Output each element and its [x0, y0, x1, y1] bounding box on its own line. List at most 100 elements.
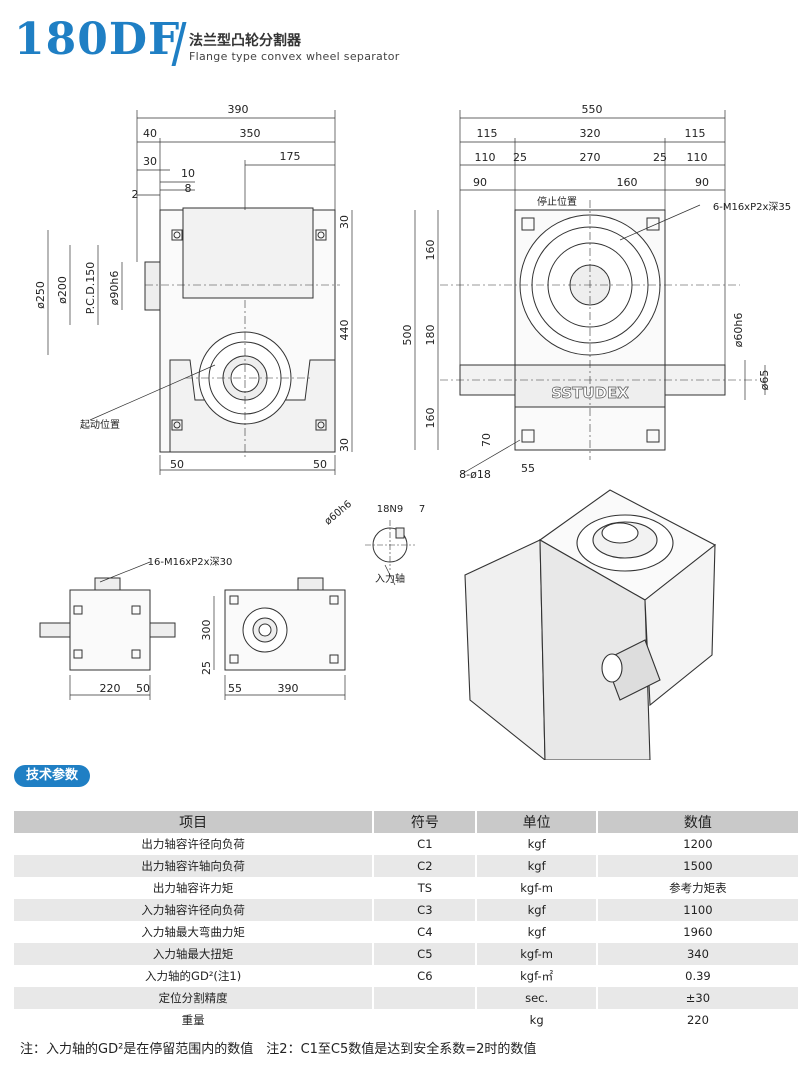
dim-90-right: 90: [695, 176, 709, 189]
top-view: 16-M16xP2x深30 220 50: [39, 556, 233, 700]
cell-item: 定位分割精度: [14, 987, 374, 1009]
cell-unit: kgf-m: [475, 877, 597, 899]
model-number: 180DF: [14, 14, 181, 65]
cell-value: 参考力矩表: [595, 877, 798, 899]
dim-440: 440: [338, 320, 351, 341]
product-title-en: Flange type convex wheel separator: [189, 50, 400, 63]
cell-unit: kgf: [475, 899, 597, 921]
cell-item: 重量: [14, 1009, 374, 1031]
dim-dia65: ø65: [758, 370, 771, 391]
cell-symbol: C5: [372, 943, 477, 965]
cell-item: 入力轴最大扭矩: [14, 943, 374, 965]
dim-220: 220: [100, 682, 121, 695]
dim-300: 300: [200, 620, 213, 641]
dim-shaft-dia60h6: ø60h6: [323, 499, 354, 528]
cell-unit: kgf-㎡: [475, 965, 597, 987]
cell-unit: kgf: [475, 855, 597, 877]
front-view: 390 40 350 175 30 10 8 2 ø250 ø200 P.C.D…: [34, 103, 353, 475]
cell-value: 220: [595, 1009, 798, 1031]
dim-160-lower: 160: [424, 408, 437, 429]
spec-table-header: 项目 符号 单位 数值: [14, 811, 798, 833]
product-title-cn: 法兰型凸轮分割器: [189, 33, 301, 49]
cell-item: 入力轴的GD²(注1): [14, 965, 374, 987]
cell-item: 出力轴容许力矩: [14, 877, 374, 899]
dim-110-right: 110: [687, 151, 708, 164]
cell-unit: kgf: [475, 921, 597, 943]
label-thread-6m16: 6-M16xP2x深35: [713, 201, 791, 213]
label-thread-16m16: 16-M16xP2x深30: [148, 556, 233, 568]
cell-value: 1100: [595, 899, 798, 921]
dim-500: 500: [401, 325, 414, 346]
dim-25-right: 25: [653, 151, 667, 164]
brand-plate: SSTUDEX: [551, 384, 629, 402]
dim-25-left: 25: [513, 151, 527, 164]
dim-30: 30: [143, 155, 157, 168]
cell-item: 出力轴容许径向负荷: [14, 833, 374, 855]
dim-180: 180: [424, 325, 437, 346]
cell-item: 出力轴容许轴向负荷: [14, 855, 374, 877]
end-view: 300 25 55 390: [200, 577, 346, 700]
cell-symbol: C3: [372, 899, 477, 921]
side-view: SSTUDEX 550 115 320 115 110 25 270 25 11…: [401, 103, 791, 481]
cell-value: 340: [595, 943, 798, 965]
col-value: 数值: [595, 811, 798, 833]
dim-30-bottom: 30: [338, 438, 351, 452]
cell-value: 1500: [595, 855, 798, 877]
cell-unit: kgf-m: [475, 943, 597, 965]
dim-50-left: 50: [170, 458, 184, 471]
dim-350: 350: [240, 127, 261, 140]
dim-dia90: ø90h6: [108, 271, 121, 306]
dim-110-left: 110: [475, 151, 496, 164]
dim-320: 320: [580, 127, 601, 140]
dim-key-7: 7: [419, 504, 425, 515]
dim-pcd150: P.C.D.150: [84, 262, 97, 315]
dim-55-end: 55: [228, 682, 242, 695]
dim-390: 390: [228, 103, 249, 116]
col-unit: 单位: [475, 811, 597, 833]
footnote: 注：入力轴的GD²是在停留范围内的数值 注2：C1至C5数值是达到安全系数=2时…: [20, 1042, 537, 1057]
dim-10: 10: [181, 167, 195, 180]
isometric-view: [464, 489, 717, 760]
label-stop-position: 停止位置: [537, 195, 577, 208]
cell-symbol: C2: [372, 855, 477, 877]
shaft-key-detail: ø60h6 18N9 7 入力轴: [323, 499, 425, 586]
dim-390-end: 390: [278, 682, 299, 695]
dim-50-right: 50: [313, 458, 327, 471]
label-holes-8-dia18: 8-ø18: [459, 468, 491, 481]
dim-dia200: ø200: [56, 276, 69, 304]
col-symbol: 符号: [372, 811, 477, 833]
cell-symbol: TS: [372, 877, 477, 899]
dim-30-top: 30: [338, 215, 351, 229]
dim-40: 40: [143, 127, 157, 140]
cell-symbol: C6: [372, 965, 477, 987]
cell-unit: kgf: [475, 833, 597, 855]
dim-50-top: 50: [136, 682, 150, 695]
section-title-badge: 技术参数: [14, 765, 90, 787]
dim-175: 175: [280, 150, 301, 163]
cell-value: 1200: [595, 833, 798, 855]
cell-symbol: C1: [372, 833, 477, 855]
cell-item: 入力轴容许径向负荷: [14, 899, 374, 921]
cell-symbol: C4: [372, 921, 477, 943]
dim-270: 270: [580, 151, 601, 164]
cell-value: 1960: [595, 921, 798, 943]
dim-115-right: 115: [685, 127, 706, 140]
dim-key-18n9: 18N9: [377, 504, 404, 515]
dim-25-end: 25: [200, 661, 213, 675]
dim-8: 8: [185, 182, 192, 195]
dim-dia60h6: ø60h6: [732, 313, 745, 348]
dim-550: 550: [582, 103, 603, 116]
technical-drawing: 390 40 350 175 30 10 8 2 ø250 ø200 P.C.D…: [34, 103, 791, 760]
dim-160: 160: [617, 176, 638, 189]
col-item: 项目: [14, 811, 374, 833]
dim-115-left: 115: [477, 127, 498, 140]
